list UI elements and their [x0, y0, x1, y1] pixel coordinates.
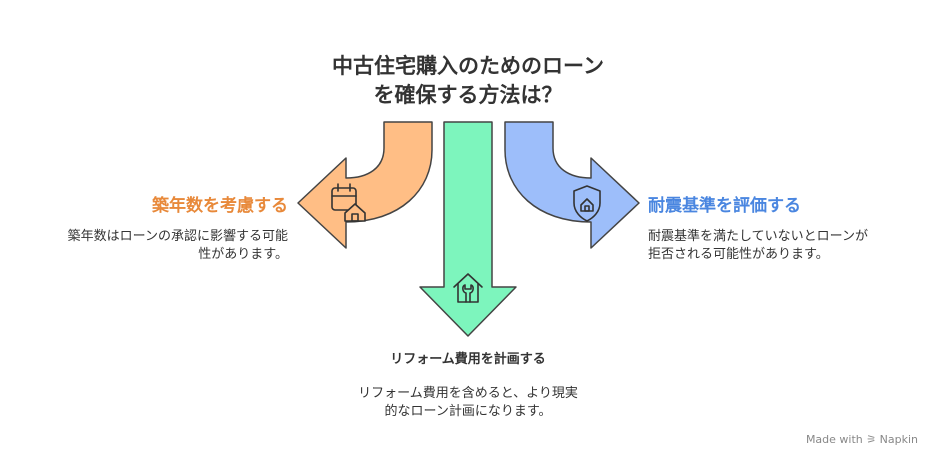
left-desc-line-2: 性があります。: [198, 247, 288, 262]
left-arrow: [297, 121, 433, 249]
bottom-heading: リフォーム費用を計画する: [390, 352, 546, 367]
left-description: 築年数はローンの承認に影響する可能 性があります。: [0, 228, 288, 264]
left-heading: 築年数を考慮する: [152, 196, 288, 216]
right-description: 耐震基準を満たしていないとローンが 拒否される可能性があります。: [648, 228, 928, 264]
bottom-desc-line-2: 的なローン計画になります。: [384, 404, 552, 419]
bottom-description: リフォーム費用を含めると、より現実 的なローン計画になります。: [0, 385, 936, 421]
napkin-logo-icon: ⚞: [866, 433, 877, 446]
bottom-desc-line-1: リフォーム費用を含めると、より現実: [358, 386, 578, 401]
napkin-footer[interactable]: Made with ⚞ Napkin: [806, 433, 918, 446]
calendar-house-icon: [331, 183, 366, 222]
right-heading: 耐震基準を評価する: [648, 196, 801, 216]
napkin-brand-label: Napkin: [879, 433, 918, 446]
right-desc-line-1: 耐震基準を満たしていないとローンが: [648, 229, 868, 244]
right-desc-line-2: 拒否される可能性があります。: [648, 247, 829, 262]
title-line-1: 中古住宅購入のためのローン: [332, 54, 604, 78]
right-arrow: [504, 121, 640, 249]
shield-house-icon: [573, 185, 601, 222]
title-line-2: を確保する方法は？: [373, 83, 563, 107]
made-with-label: Made with: [805, 433, 863, 446]
diagram-title: 中古住宅購入のためのローン を確保する方法は？: [0, 52, 936, 110]
bottom-arrow: [419, 121, 517, 337]
house-wrench-icon: [453, 273, 483, 303]
left-desc-line-1: 築年数はローンの承認に影響する可能: [67, 229, 288, 244]
